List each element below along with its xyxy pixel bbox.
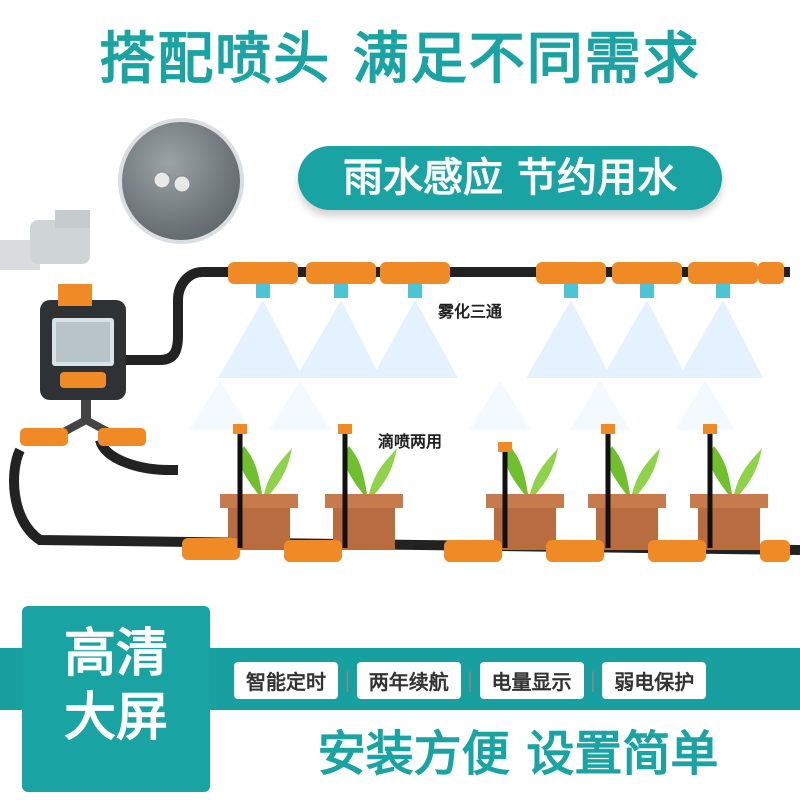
headline: 搭配喷头 满足不同需求 (99, 27, 701, 92)
slogan: 安装方便 设置简单 (317, 726, 719, 782)
feature-item: 两年续航 (356, 661, 461, 699)
plants (220, 446, 768, 550)
pot-2 (325, 446, 403, 550)
rain-sensor-icon (153, 171, 191, 193)
dual-use-tees (182, 538, 790, 562)
feature-item: 电量显示 (479, 661, 584, 699)
pot-1 (220, 446, 298, 550)
faucet-icon (0, 210, 90, 270)
feature-item: 弱电保护 (602, 661, 707, 699)
left-badge: 高清 大屏 (22, 606, 210, 792)
irrigation-scene (0, 210, 800, 562)
rain-sensor-closeup (118, 118, 244, 244)
left-badge-line1: 高清 (63, 624, 168, 684)
pot-5 (690, 446, 768, 550)
water-timer-icon (40, 284, 126, 400)
feature-separator: | (589, 668, 597, 692)
subheadline-badge: 雨水感应 节约用水 (298, 146, 722, 210)
mist-tees (228, 262, 784, 298)
feature-item: 智能定时 (234, 661, 338, 699)
subheadline: 雨水感应 节约用水 (343, 155, 677, 201)
left-badge-line2: 大屏 (63, 688, 168, 748)
feature-separator: | (344, 668, 351, 692)
pot-4 (588, 446, 666, 550)
feature-list: 智能定时 | 两年续航 | 电量显示 | 弱电保护 (234, 660, 794, 700)
mist-tee-label: 雾化三通 (438, 302, 503, 321)
pot-3 (486, 446, 564, 550)
dual-use-label: 滴喷两用 (378, 432, 443, 451)
feature-separator: | (466, 668, 474, 692)
